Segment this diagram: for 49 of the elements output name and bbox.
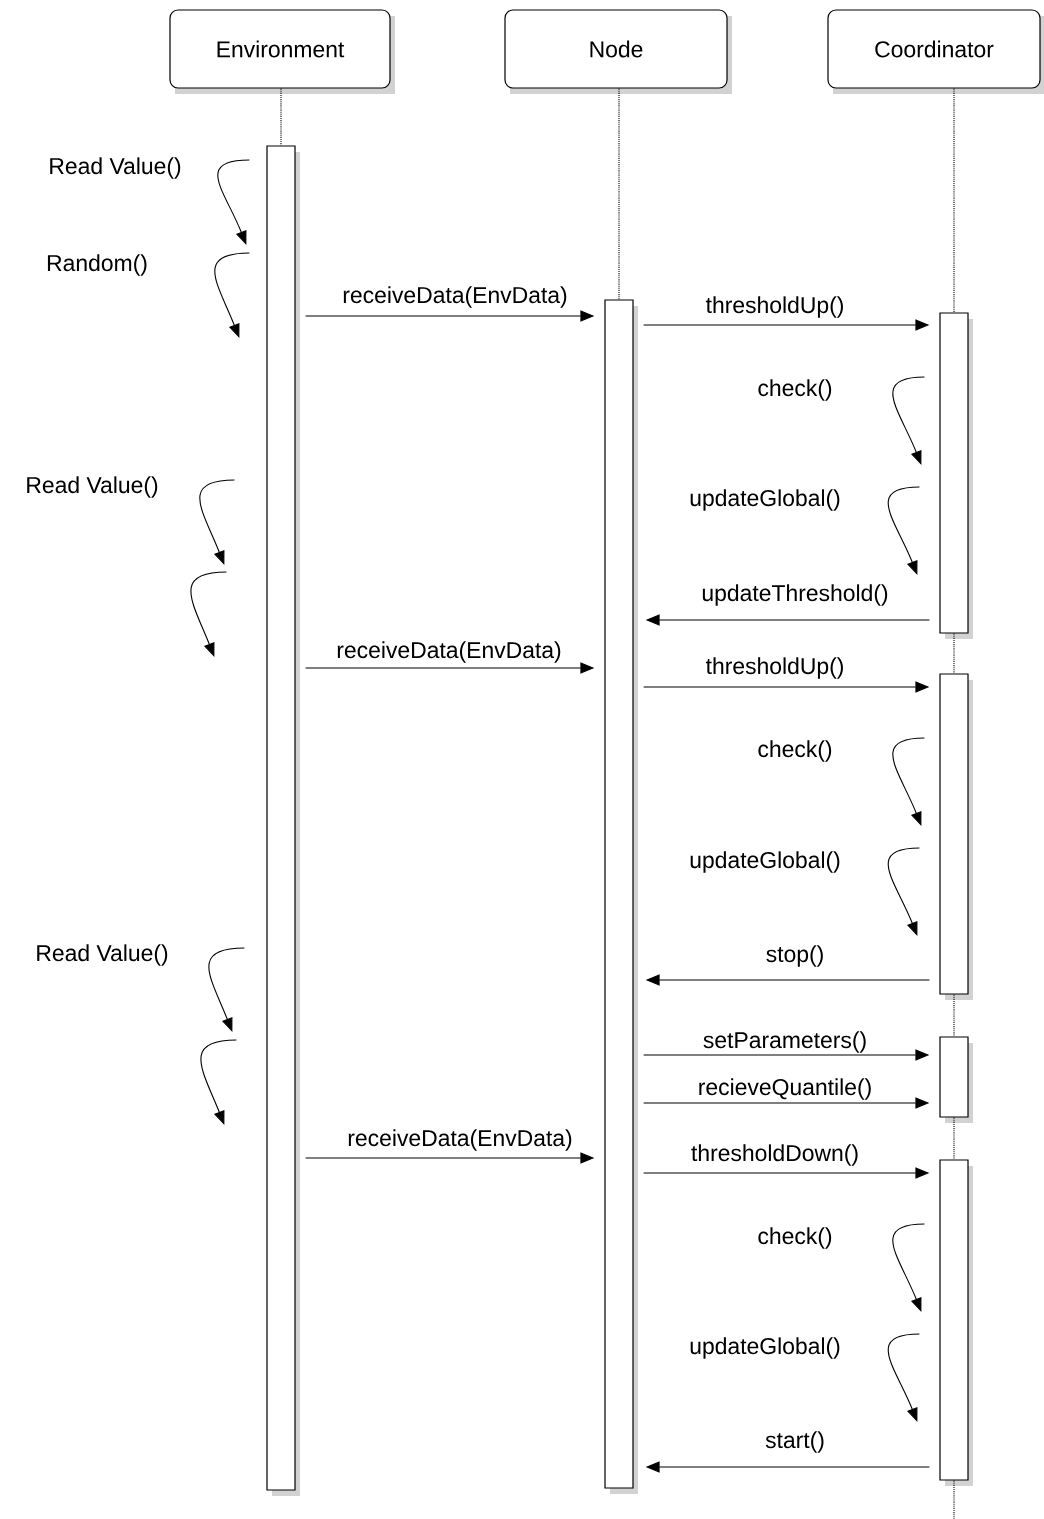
arrow (214, 252, 250, 338)
activation-bar (939, 1159, 973, 1486)
edge-label: receiveData(EnvData) (346, 1128, 574, 1152)
arrow (892, 376, 925, 465)
edge-label: setParameters() (701, 1030, 869, 1054)
arrow (887, 847, 920, 936)
arrow (217, 159, 250, 245)
edge-label: updateGlobal() (688, 850, 842, 874)
edge-label: updateThreshold() (700, 583, 890, 607)
arrow (892, 1223, 925, 1312)
lifeline (953, 1480, 955, 1519)
edge-label: thresholdUp() (704, 295, 846, 319)
edge-label: start() (764, 1430, 826, 1454)
activation-bar (939, 312, 973, 639)
lifeline (953, 88, 955, 313)
lifeline (953, 994, 955, 1037)
arrow (887, 486, 920, 575)
lifeline (280, 88, 282, 146)
edge-label: thresholdUp() (704, 656, 846, 680)
edge-label: receiveData(EnvData) (341, 285, 569, 309)
edge-label: updateGlobal() (688, 1336, 842, 1360)
edge-label: Read Value() (24, 475, 160, 499)
edge-label: stop() (764, 944, 826, 968)
lifeline (618, 88, 620, 300)
edge-label: Random() (45, 253, 149, 277)
edge-label: updateGlobal() (688, 488, 842, 512)
arrow (208, 947, 245, 1032)
arrow (199, 479, 235, 565)
participant-box: Coordinator (827, 9, 1044, 94)
edge-label: check() (756, 739, 834, 763)
arrow (190, 571, 227, 657)
arrow (887, 1333, 920, 1422)
edge-label: receiveData(EnvData) (335, 640, 563, 664)
edge-label: Read Value() (47, 156, 183, 180)
edge-label: thresholdDown() (689, 1143, 861, 1167)
edge-label: Read Value() (34, 943, 170, 967)
participant-box: Environment (169, 9, 395, 94)
arrow (892, 737, 925, 826)
lifeline (953, 1117, 955, 1160)
lifeline (953, 633, 955, 674)
activation-bar (604, 299, 638, 1494)
participant-box: Node (504, 9, 732, 94)
arrow (200, 1039, 237, 1125)
edge-label: check() (756, 378, 834, 402)
activation-bar (266, 145, 300, 1496)
activation-bar (939, 673, 973, 1000)
edge-label: check() (756, 1226, 834, 1250)
activation-bar (939, 1036, 973, 1123)
edge-label: recieveQuantile() (696, 1077, 874, 1101)
